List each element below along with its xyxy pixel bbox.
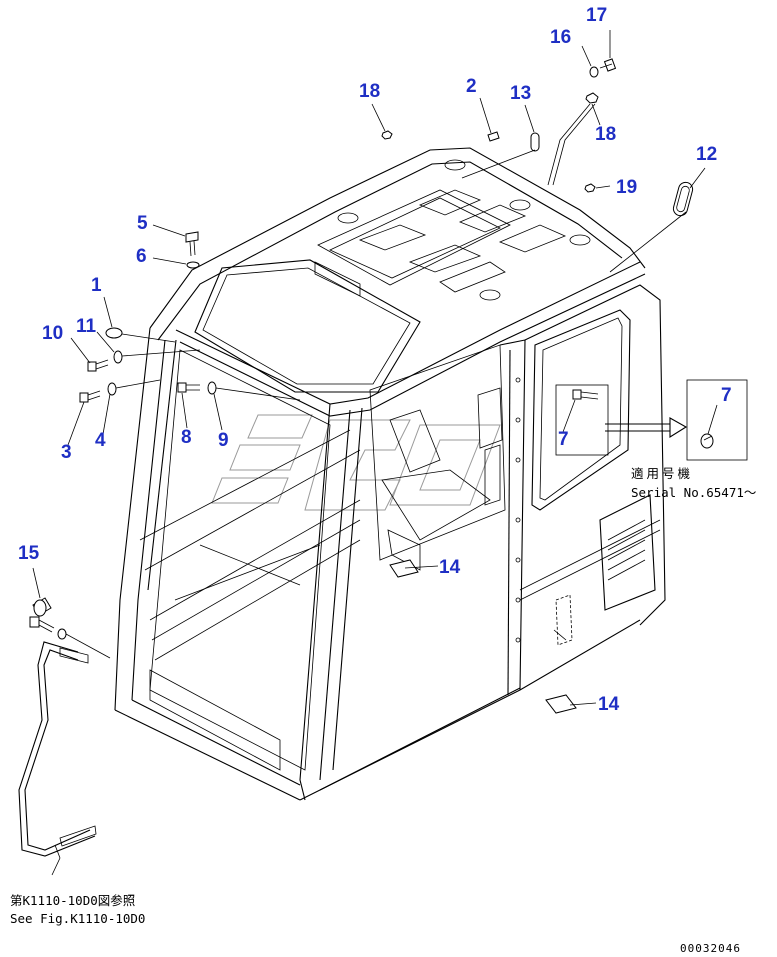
part-15-bolt (29, 616, 55, 633)
callout-14-front: 14 (439, 557, 461, 578)
part-7-frame (555, 384, 609, 456)
cab-assembly (114, 147, 666, 801)
part-7-bolt (572, 389, 599, 400)
drawing-code: 00032046 (680, 942, 741, 955)
callout-18-left: 18 (359, 81, 380, 102)
front-left-pillar (114, 327, 151, 711)
callout-15: 15 (18, 543, 40, 564)
part-16-washer (589, 66, 599, 78)
callout-7-cab: 7 (558, 429, 569, 450)
callout-5: 5 (137, 213, 148, 234)
roof-outline (149, 147, 646, 329)
leader-lines (32, 30, 718, 876)
callout-17: 17 (586, 5, 607, 26)
side-window (531, 309, 631, 511)
callout-11: 11 (76, 316, 97, 337)
reference-note-en: See Fig.K1110-10D0 (10, 911, 145, 926)
part-8-bolt (177, 382, 200, 393)
callout-12: 12 (696, 144, 717, 165)
part-5-bolt (185, 231, 199, 257)
part-15-cap (32, 597, 52, 617)
serial-detail-box (686, 379, 748, 461)
rear-grille (599, 494, 656, 611)
callout-6: 6 (136, 246, 147, 267)
part-2-pin (487, 131, 500, 142)
callout-8: 8 (181, 427, 192, 448)
part-17-bolt (599, 58, 617, 72)
part-3-bolt (79, 390, 101, 403)
callout-7-detail: 7 (721, 385, 732, 406)
callout-9: 9 (218, 430, 229, 451)
part-4-washer (107, 382, 117, 396)
callout-19: 19 (616, 177, 637, 198)
part-14-pad-front (389, 559, 419, 578)
loose-parts (18, 58, 748, 857)
callout-16: 16 (550, 27, 571, 48)
serial-note-en: Serial No.65471～ (631, 485, 756, 500)
part-15-washer (57, 628, 67, 640)
grab-handle (24, 649, 91, 851)
part-11-washer (113, 350, 123, 364)
part-14-pad-rear (545, 694, 577, 714)
part-12-ring (672, 181, 694, 217)
watermark-logo (211, 414, 501, 511)
serial-note-jp: 適用号機 (631, 466, 693, 481)
callout-13: 13 (510, 83, 531, 104)
front-right-pillar (299, 403, 331, 801)
callout-1: 1 (91, 275, 102, 296)
part-9-washer (207, 381, 217, 395)
door-frame (499, 339, 526, 691)
part-18-nut-left (381, 130, 393, 140)
part-10-bolt (87, 359, 109, 372)
callout-2: 2 (466, 76, 477, 97)
part-7-detail-bolt (700, 433, 714, 449)
callout-14-rear: 14 (598, 694, 620, 715)
callout-18-right: 18 (595, 124, 616, 145)
callout-labels: 1 2 3 4 5 6 7 7 8 9 10 11 12 13 14 14 15… (18, 5, 732, 715)
reference-note-jp: 第K1110-10D0図参照 (10, 893, 135, 908)
part-1-cap (105, 327, 123, 339)
notes: 適用号機 Serial No.65471～ 第K1110-10D0図参照 See… (10, 466, 756, 955)
callout-3: 3 (61, 442, 72, 463)
part-18-nut-right (585, 92, 599, 104)
part-19-nut (584, 183, 596, 193)
callout-10: 10 (42, 323, 63, 344)
detail-arrow (605, 423, 670, 432)
part-6-washer (186, 261, 200, 269)
roof-window (194, 259, 421, 393)
part-13-ring (530, 132, 540, 152)
callout-4: 4 (95, 430, 106, 451)
